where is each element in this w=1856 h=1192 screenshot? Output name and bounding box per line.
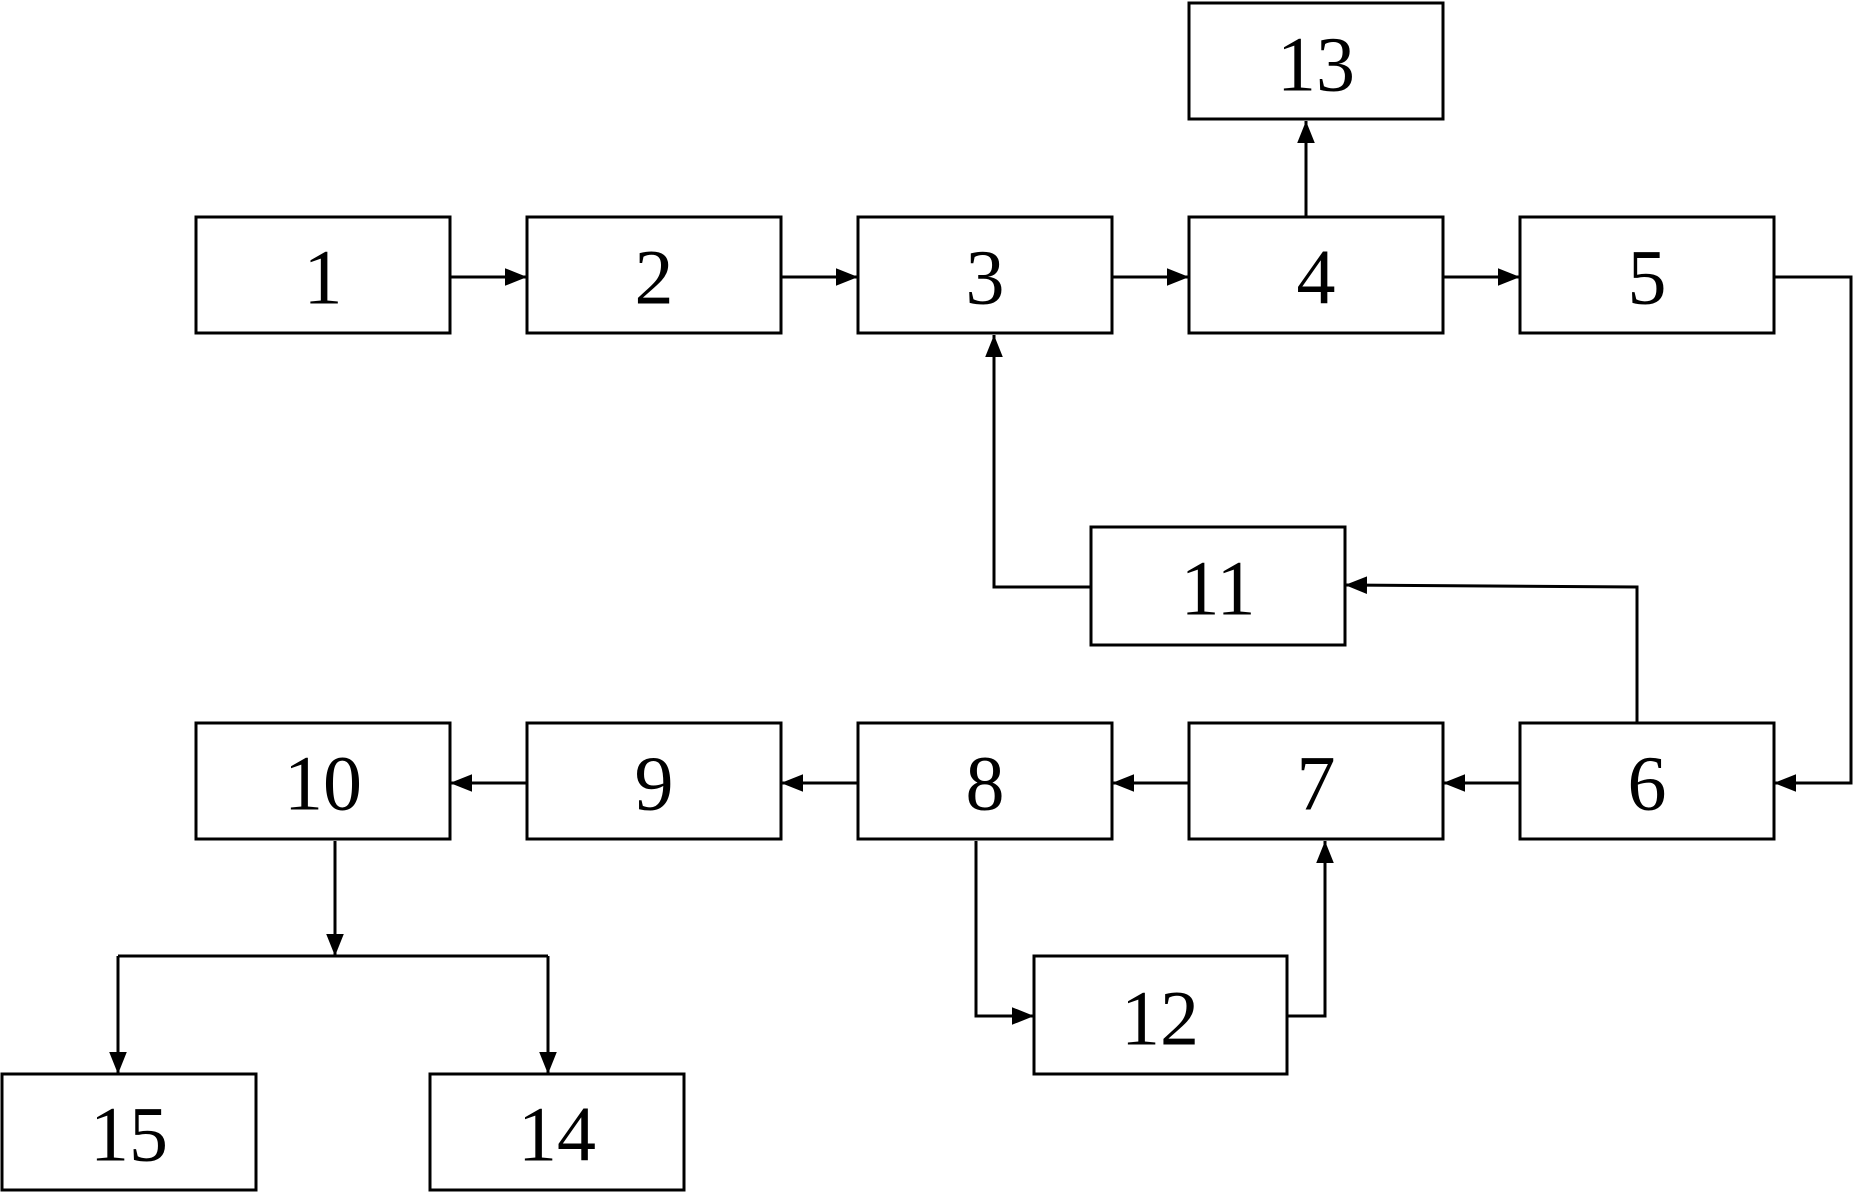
connectors: [109, 121, 1853, 1074]
nodes: 1 2 3 4 5 6 7 8: [0, 1, 1776, 1192]
node-11-box: [1089, 525, 1347, 647]
node-8: 8: [856, 721, 1114, 841]
node-5: 5: [1518, 215, 1776, 335]
node-7-label: 7: [1297, 740, 1336, 827]
node-11-label: 11: [1180, 545, 1255, 632]
arrow-5-to-6: [1774, 275, 1853, 792]
node-9: 9: [525, 721, 783, 841]
node-10-box: [194, 721, 452, 841]
node-14-label: 14: [518, 1091, 596, 1178]
node-10-label: 10: [284, 740, 362, 827]
node-6-box: [1518, 721, 1776, 841]
node-12-label: 12: [1121, 975, 1199, 1062]
node-13-label: 13: [1277, 21, 1355, 108]
node-15: 15: [0, 1072, 258, 1192]
node-14: 14: [428, 1072, 686, 1192]
node-15-box: [0, 1072, 258, 1192]
node-5-label: 5: [1628, 234, 1667, 321]
arrow-6-to-11: [1344, 576, 1639, 723]
node-2-label: 2: [635, 234, 674, 321]
node-5-box: [1518, 215, 1776, 335]
node-9-label: 9: [635, 740, 674, 827]
node-12-box: [1032, 954, 1289, 1076]
node-3-box: [856, 215, 1114, 335]
node-13-box: [1187, 1, 1445, 121]
node-7-box: [1187, 721, 1445, 841]
node-3-label: 3: [966, 234, 1005, 321]
node-1-label: 1: [304, 234, 343, 321]
node-6-label: 6: [1628, 740, 1667, 827]
node-11: 11: [1089, 525, 1347, 647]
node-10: 10: [194, 721, 452, 841]
node-3: 3: [856, 215, 1114, 335]
node-12: 12: [1032, 954, 1289, 1076]
node-2: 2: [525, 215, 783, 335]
node-4-label: 4: [1297, 234, 1336, 321]
node-1-box: [194, 215, 452, 335]
node-8-label: 8: [966, 740, 1005, 827]
node-13: 13: [1187, 1, 1445, 121]
node-7: 7: [1187, 721, 1445, 841]
node-2-box: [525, 215, 783, 335]
node-4: 4: [1187, 215, 1445, 335]
node-4-box: [1187, 215, 1445, 335]
node-8-box: [856, 721, 1114, 841]
node-15-label: 15: [90, 1091, 168, 1178]
arrow-11-to-3: [985, 335, 1091, 589]
node-6: 6: [1518, 721, 1776, 841]
arrow-8-to-12: [974, 841, 1034, 1025]
node-1: 1: [194, 215, 452, 335]
node-9-box: [525, 721, 783, 841]
node-14-box: [428, 1072, 686, 1192]
arrow-12-to-7: [1287, 841, 1334, 1018]
